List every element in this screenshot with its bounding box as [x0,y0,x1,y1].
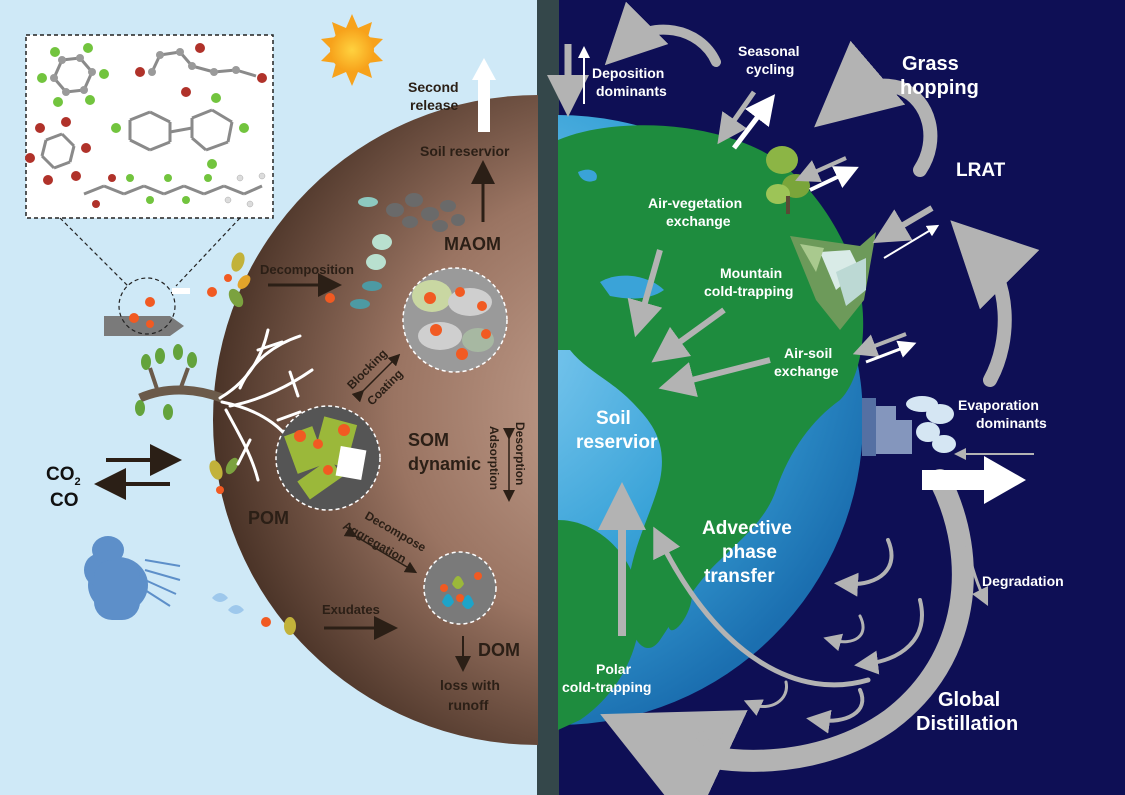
label-dom: DOM [478,640,520,660]
label-second-release-1: Second [408,79,459,95]
label-air-veg-1: Air-vegetation [648,195,742,211]
label-grass-2: hopping [900,77,979,99]
label-decomposition: Decomposition [260,262,354,277]
earth-island [668,589,692,631]
label-air-soil-2: exchange [774,363,839,379]
label-seasonal-1: Seasonal [738,43,799,59]
label-maom: MAOM [444,234,501,254]
label-adsorption: Adsorption [487,426,501,490]
global-cycle-arrows [600,1,1040,795]
label-loss-2: runoff [448,697,489,713]
soil-particles [325,193,465,309]
label-polar-1: Polar [596,661,632,677]
label-loss-1: loss with [440,677,500,693]
left-flow-arrows [94,160,515,672]
label-exudates: Exudates [322,602,380,617]
molecule-structures-inset [25,34,274,219]
mountain-icon [790,232,876,330]
label-air-soil-1: Air-soil [784,345,832,361]
label-seasonal-2: cycling [746,61,794,77]
label-co2: CO2 [46,464,81,488]
label-air-veg-2: exchange [666,213,731,229]
factory-icon [862,396,956,456]
earth-lakes [578,169,597,182]
sun-icon [321,14,383,86]
zoom-lines [59,217,241,287]
label-desorption: Desorption [513,422,527,485]
label-grass-1: Grass [902,53,959,75]
second-release-arrow [472,58,496,132]
label-soil-reservior-left: Soil reservior [420,143,510,159]
label-advective-3: transfer [704,566,775,587]
label-global-1: Global [938,689,1000,711]
label-evaporation-2: dominants [976,415,1047,431]
label-co2-main: CO [46,464,75,485]
label-lrat: LRAT [956,160,1006,181]
label-deposition-1: Deposition [592,65,664,81]
label-deposition-2: dominants [596,83,667,99]
tree-roots [135,328,314,482]
dom-aggregate [423,551,497,625]
exchange-arrows [547,44,1034,636]
label-pom: POM [248,508,289,528]
label-co2-subscript: 2 [75,476,81,488]
water-droplets [212,593,296,635]
label-mountain-2: cold-trapping [704,283,793,299]
right-labels: Deposition dominants Seasonal cycling Gr… [562,43,1064,735]
label-soil-reservior-right-1: Soil [596,408,631,429]
falling-leaves [207,252,251,494]
label-global-2: Distillation [916,713,1018,735]
earth-landmass-north [558,125,864,649]
maom-aggregate [402,267,508,373]
label-evaporation-1: Evaporation [958,397,1039,413]
evaporation-arrow [922,456,1026,504]
label-som-dynamic: dynamic [408,454,481,474]
label-second-release-2: release [410,97,458,113]
center-divider [537,0,559,795]
pom-aggregate [275,405,381,511]
particle-detail [104,277,190,336]
label-soil-reservior-right-2: reservior [576,432,658,453]
label-polar-2: cold-trapping [562,679,651,695]
label-degradation: Degradation [982,573,1064,589]
label-mountain-1: Mountain [720,265,782,281]
label-advective-1: Advective [702,518,792,539]
label-advective-2: phase [722,542,777,563]
rain-cloud-icon [84,536,181,620]
label-co: CO [50,490,79,511]
label-som: SOM [408,430,449,450]
